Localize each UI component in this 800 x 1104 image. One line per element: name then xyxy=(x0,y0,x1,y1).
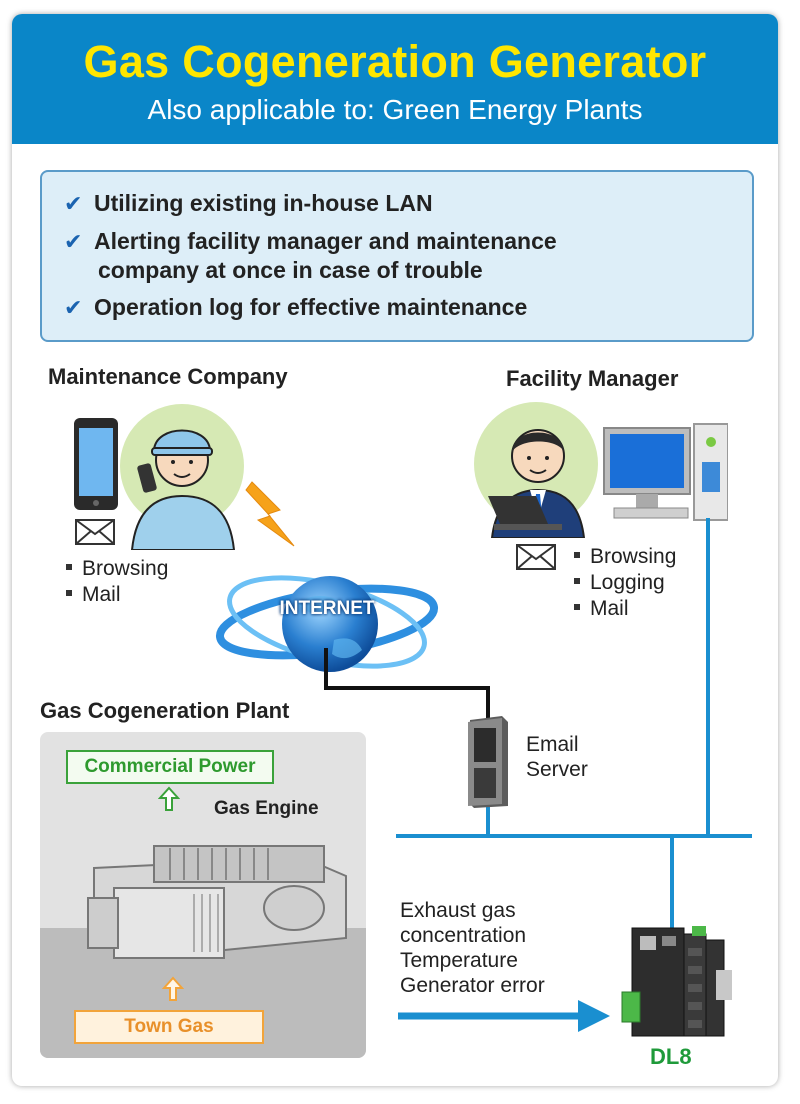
infographic-card: Gas Cogeneration Generator Also applicab… xyxy=(12,14,778,1086)
check-icon: ✔ xyxy=(64,229,83,254)
laptop-icon xyxy=(488,496,562,530)
dl8-label: DL8 xyxy=(650,1044,692,1069)
page-subtitle: Also applicable to: Green Energy Plants xyxy=(147,94,643,125)
feature-list: ✔ Utilizing existing in-house LAN ✔ Alerti… xyxy=(40,170,754,342)
feature-item: ✔ Utilizing existing in-house LAN xyxy=(64,190,433,217)
arrow-up-icon xyxy=(158,786,180,811)
network-wiring xyxy=(324,518,752,1032)
worker-body xyxy=(130,494,236,550)
check-icon: ✔ xyxy=(64,295,83,320)
plant-panel: Commercial Power Gas Engine Tow xyxy=(40,732,366,1058)
maintenance-company-title: Maintenance Company xyxy=(48,364,288,389)
facility-illustration xyxy=(474,402,728,538)
dl8-device-icon xyxy=(621,926,732,1037)
facility-functions: Browsing Logging Mail xyxy=(574,544,676,622)
gas-engine-icon xyxy=(87,845,347,960)
list-item: Mail xyxy=(574,596,676,622)
list-item: Logging xyxy=(574,570,676,596)
signal-item: Exhaust gas xyxy=(400,899,516,922)
list-item: Browsing xyxy=(574,544,676,570)
list-item: Mail xyxy=(66,582,168,608)
smartphone-icon xyxy=(74,418,118,510)
feature-item: ✔ Operation log for effective maintenance xyxy=(64,294,527,321)
signal-item: Temperature xyxy=(400,949,518,972)
signal-item: Generator error xyxy=(400,974,545,997)
lightning-icon xyxy=(245,481,295,547)
feature-text-continued: company at once in case of trouble xyxy=(98,257,483,283)
page-title: Gas Cogeneration Generator xyxy=(83,36,707,87)
signal-arrow-head xyxy=(578,1000,610,1032)
gas-engine-label: Gas Engine xyxy=(214,798,319,819)
header-banner: Gas Cogeneration Generator Also applicab… xyxy=(12,14,778,144)
commercial-power-label: Commercial Power xyxy=(66,750,274,784)
list-item: Browsing xyxy=(66,556,168,582)
feature-text: Operation log for effective maintenance xyxy=(94,294,528,320)
envelope-icon xyxy=(75,519,115,545)
facility-manager-title: Facility Manager xyxy=(506,366,679,391)
maintenance-illustration xyxy=(74,404,244,550)
feature-text: Alerting facility manager and maintenanc… xyxy=(94,228,557,254)
feature-item: ✔ Alerting facility manager and maintenan… xyxy=(64,228,557,284)
town-gas-label: Town Gas xyxy=(74,1010,264,1044)
signal-list: Exhaust gas concentration Temperature Ge… xyxy=(400,898,545,998)
email-server-label: Email Server xyxy=(526,733,588,781)
arrow-up-icon xyxy=(162,976,184,1001)
desktop-computer-icon xyxy=(603,423,728,521)
internet-label: INTERNET xyxy=(279,598,375,619)
maintenance-functions: Browsing Mail xyxy=(66,556,168,608)
signal-item: concentration xyxy=(400,924,527,947)
plant-title: Gas Cogeneration Plant xyxy=(40,698,290,723)
globe-icon xyxy=(215,575,439,672)
server-icon xyxy=(468,716,508,808)
feature-text: Utilizing existing in-house LAN xyxy=(94,190,433,216)
worker-phone xyxy=(137,463,157,493)
check-icon: ✔ xyxy=(64,191,83,216)
envelope-icon xyxy=(516,544,556,570)
internet-cable xyxy=(324,648,490,732)
